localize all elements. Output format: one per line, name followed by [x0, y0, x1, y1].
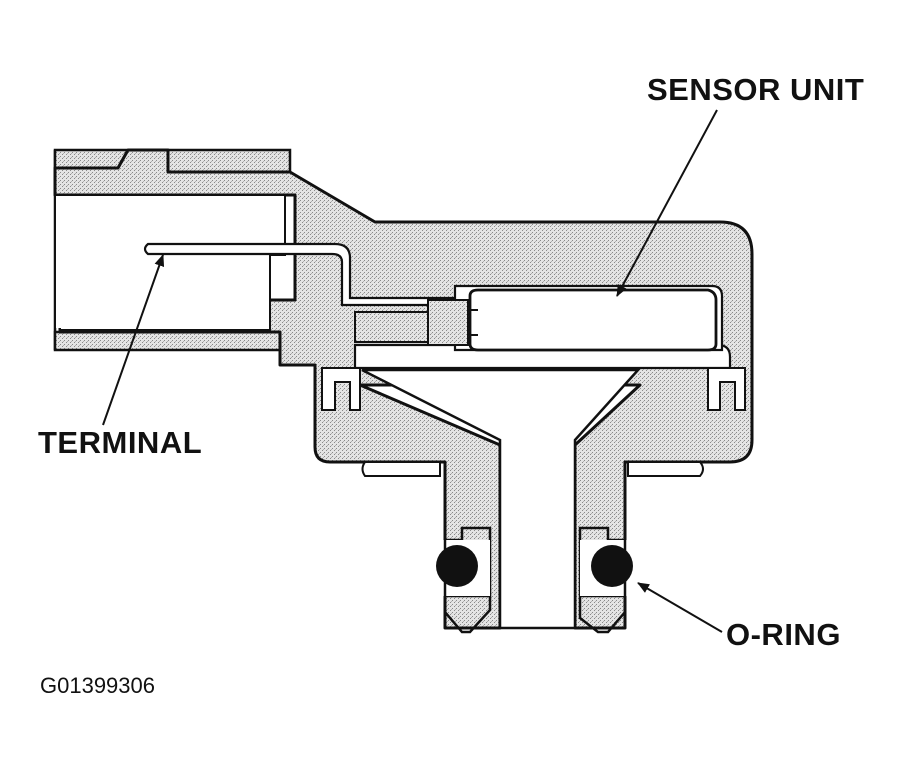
sensor-unit-label: SENSOR UNIT	[647, 72, 865, 107]
sensor-unit-element	[468, 288, 718, 352]
terminal-pin	[143, 242, 462, 307]
terminal-label: TERMINAL	[38, 425, 203, 460]
o-ring-left	[436, 545, 478, 587]
o-ring-leader	[637, 582, 723, 633]
connector-shell	[53, 148, 292, 352]
o-ring-right	[591, 545, 633, 587]
left-flange-slot	[321, 367, 361, 411]
figure-id: G01399306	[40, 673, 155, 698]
o-ring-label: O-RING	[726, 617, 841, 652]
sensor-unit-leader	[616, 109, 718, 297]
pressure-port-bore	[361, 368, 641, 630]
sensor-housing	[53, 148, 754, 630]
terminal-leader	[102, 254, 165, 426]
right-flange-slot	[707, 367, 746, 411]
connector-cavity	[59, 194, 286, 331]
